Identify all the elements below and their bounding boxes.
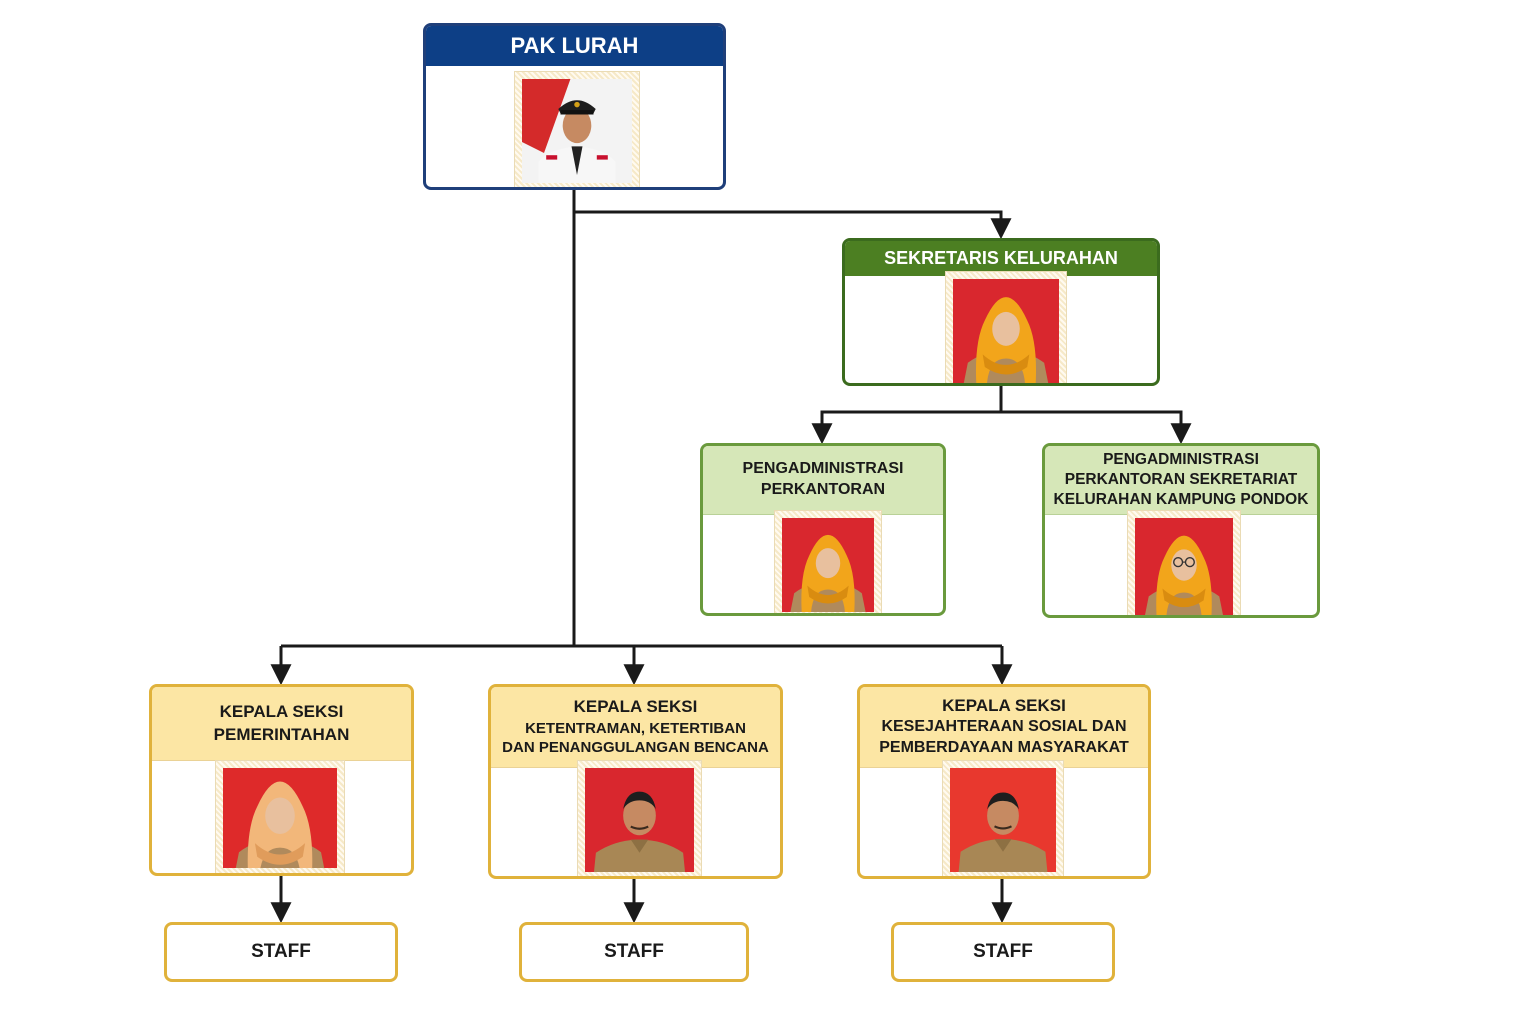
connector-lurah-to-sekretaris <box>574 210 1012 240</box>
photo-kasi-2 <box>585 768 694 872</box>
photo-sekretaris <box>953 279 1059 383</box>
portrait-hijab-yellow-glasses-icon <box>1135 518 1233 615</box>
node-staff-kesejahteraan: STAFF <box>891 922 1115 982</box>
connector-group <box>270 190 1192 924</box>
photo-frame <box>577 760 702 876</box>
node-pak-lurah: PAK LURAH <box>423 23 726 190</box>
connector-sekretaris-to-peng2 <box>1001 410 1192 445</box>
photo-lurah <box>522 79 632 183</box>
title-line: PEMBERDAYAAN MASYARAKAT <box>879 739 1129 757</box>
node-pengadministrasi-perkantoran: PENGADMINISTRASI PERKANTORAN <box>700 443 946 616</box>
title-line: KEPALA SEKSI <box>219 702 344 722</box>
photo-pengadministrasi-2 <box>1135 518 1233 615</box>
photo-frame <box>514 71 640 187</box>
title-line: DAN PENANGGULANGAN BENCANA <box>502 739 769 757</box>
portrait-hijab-yellow-icon <box>953 279 1059 383</box>
title-line: PENGADMINISTRASI <box>742 460 904 478</box>
photo-frame <box>942 760 1064 876</box>
title-line: PENGADMINISTRASI <box>1103 450 1259 468</box>
node-title: PENGADMINISTRASI PERKANTORAN SEKRETARIAT… <box>1045 446 1317 515</box>
photo-frame <box>774 510 882 613</box>
node-title: KEPALA SEKSI KESEJAHTERAAN SOSIAL DAN PE… <box>860 687 1148 768</box>
photo-frame <box>1127 510 1241 615</box>
title-line: PERKANTORAN <box>760 481 886 498</box>
official-portrait-uniform-white-icon <box>522 79 632 183</box>
title-line: KELURAHAN KAMPUNG PONDOK <box>1053 491 1309 509</box>
title-line: KEPALA SEKSI <box>942 696 1066 716</box>
title-line: KESEJAHTERAAN SOSIAL DAN <box>881 718 1127 736</box>
photo-kasi-3 <box>950 768 1056 872</box>
title-line: KEPALA SEKSI <box>573 697 698 717</box>
photo-kasi-1 <box>223 768 337 868</box>
title-line: KETENTRAMAN, KETERTIBAN <box>525 719 746 737</box>
node-kepala-seksi-kesejahteraan: KEPALA SEKSI KESEJAHTERAAN SOSIAL DAN PE… <box>857 684 1151 879</box>
node-kepala-seksi-ketentraman: KEPALA SEKSI KETENTRAMAN, KETERTIBAN DAN… <box>488 684 783 879</box>
portrait-hijab-peach-icon <box>223 768 337 868</box>
node-title: SEKRETARIS KELURAHAN <box>845 241 1157 276</box>
portrait-man-khaki-icon <box>585 768 694 872</box>
photo-pengadministrasi-1 <box>782 518 874 612</box>
portrait-hijab-yellow-icon <box>782 518 874 612</box>
title-line: PERKANTORAN SEKRETARIAT <box>1064 470 1298 488</box>
node-kepala-seksi-pemerintahan: KEPALA SEKSI PEMERINTAHAN <box>149 684 414 876</box>
node-title: KEPALA SEKSI PEMERINTAHAN <box>152 687 411 761</box>
node-title: PAK LURAH <box>426 26 723 66</box>
node-pengadministrasi-perkantoran-sekretariat: PENGADMINISTRASI PERKANTORAN SEKRETARIAT… <box>1042 443 1320 618</box>
node-title: PENGADMINISTRASI PERKANTORAN <box>703 446 943 515</box>
node-staff-pemerintahan: STAFF <box>164 922 398 982</box>
node-sekretaris-kelurahan: SEKRETARIS KELURAHAN <box>842 238 1160 386</box>
portrait-man-khaki-icon <box>950 768 1056 872</box>
photo-frame <box>945 271 1067 383</box>
photo-frame <box>215 760 345 873</box>
node-title: KEPALA SEKSI KETENTRAMAN, KETERTIBAN DAN… <box>491 687 780 768</box>
connector-sekretaris-to-peng1 <box>811 410 1001 445</box>
title-line: PEMERINTAHAN <box>213 724 350 744</box>
node-staff-ketentraman: STAFF <box>519 922 749 982</box>
